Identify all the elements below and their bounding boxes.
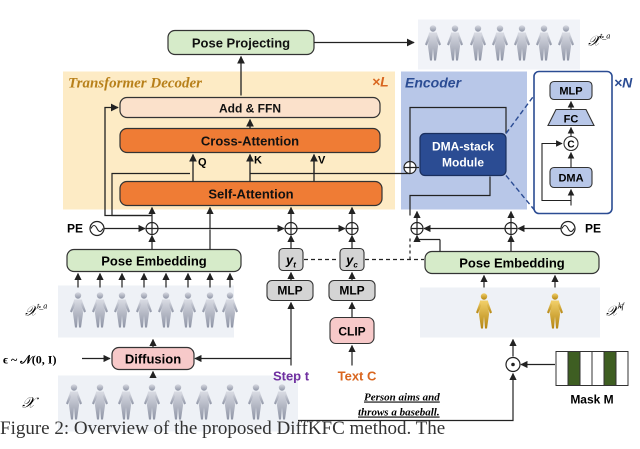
detail-repeat: ×N bbox=[614, 75, 633, 91]
dma-stack-line1: DMA-stack bbox=[432, 140, 494, 154]
detail-fc bbox=[547, 108, 595, 127]
detail-mlp bbox=[549, 80, 593, 101]
noise-label: ϵ ~ 𝒩(0, I) bbox=[3, 353, 56, 367]
dma-stack-line2: Module bbox=[442, 156, 484, 170]
noisy-to-embedding-arrows bbox=[74, 272, 234, 288]
mlp-right-label: MLP bbox=[339, 284, 364, 298]
pose-embedding-right-label: Pose Embedding bbox=[459, 256, 565, 271]
step-label: Step t bbox=[273, 369, 310, 384]
y-t-label: yt bbox=[285, 253, 296, 270]
keyframe-figures-panel bbox=[420, 287, 600, 338]
k-label: K bbox=[254, 155, 262, 167]
encoder-title: Encoder bbox=[405, 75, 463, 91]
decoder-title: Transformer Decoder bbox=[68, 76, 202, 92]
figure-caption: Figure 2: Overview of the proposed DiffK… bbox=[0, 418, 446, 439]
prompt-line2: throws a baseball. bbox=[358, 407, 440, 419]
pose-embedding-right bbox=[424, 250, 600, 275]
detail-dma-label: DMA bbox=[558, 173, 583, 185]
detail-fc-label: FC bbox=[564, 114, 579, 126]
mask-matrix bbox=[555, 351, 629, 386]
q-label: Q bbox=[198, 157, 207, 169]
self-attention-label: Self-Attention bbox=[208, 187, 293, 202]
mlp-left-label: MLP bbox=[277, 284, 302, 298]
decoder-repeat: ×L bbox=[372, 74, 389, 90]
pose-embedding-left-label: Pose Embedding bbox=[101, 254, 207, 269]
add-ffn-label: Add & FFN bbox=[219, 102, 281, 116]
mask-label: Mask M bbox=[570, 393, 613, 407]
text-c-label: Text C bbox=[338, 369, 377, 384]
pe-left-label: PE bbox=[67, 222, 83, 236]
x-hat-symbol: 𝒳̂t_a bbox=[588, 32, 610, 50]
self-attention-block bbox=[119, 180, 383, 207]
x-t-symbol: 𝒳t_a bbox=[25, 302, 47, 320]
pe-right-label: PE bbox=[585, 222, 601, 236]
mlp-left-block bbox=[266, 279, 314, 302]
y-c-label: yc bbox=[345, 253, 358, 270]
pose-projecting-label: Pose Projecting bbox=[192, 36, 290, 51]
x-symbol: 𝒳 bbox=[22, 396, 39, 412]
x-0-symbol: 𝒳kf bbox=[606, 302, 626, 320]
prompt-line1: Person aims and bbox=[364, 392, 440, 404]
v-label: V bbox=[318, 155, 326, 167]
diffusion-label: Diffusion bbox=[125, 352, 181, 367]
cross-attention-label: Cross-Attention bbox=[201, 134, 299, 149]
pose-embedding-left bbox=[66, 248, 242, 273]
detail-mlp-label: MLP bbox=[559, 86, 582, 98]
detail-concat-label: C bbox=[567, 140, 574, 151]
dma-stack-module bbox=[419, 132, 507, 177]
clip-label: CLIP bbox=[338, 325, 365, 339]
add-ffn-block bbox=[119, 96, 381, 119]
